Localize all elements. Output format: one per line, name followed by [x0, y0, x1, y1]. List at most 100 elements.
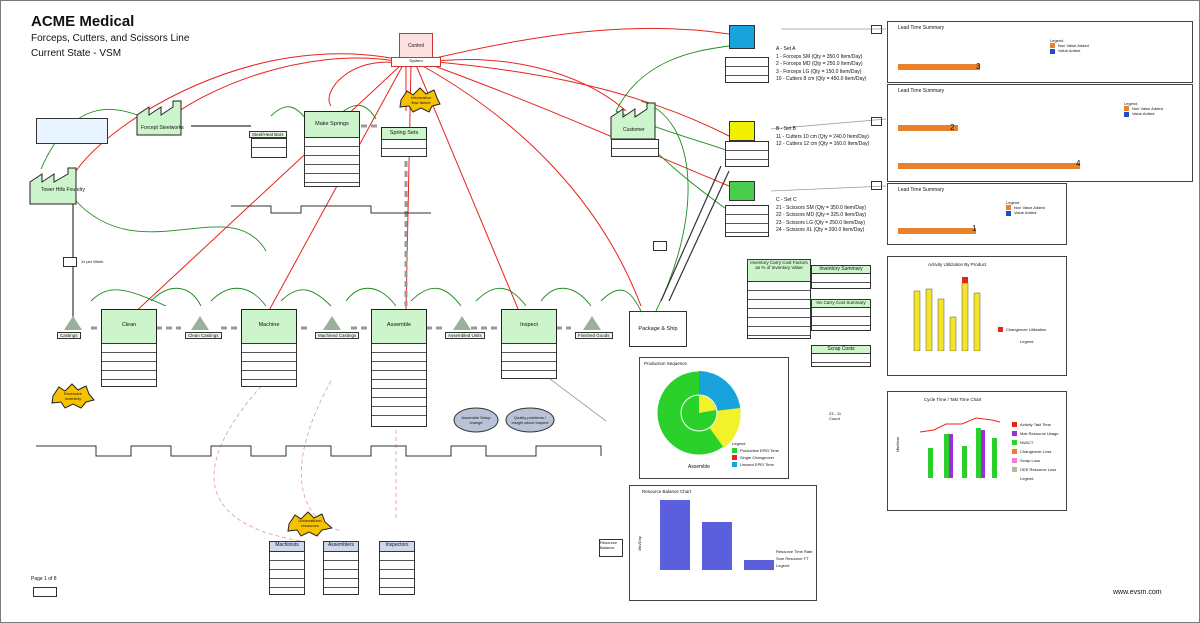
kaizen-quality: Quality problems / Insight about Inspect	[511, 415, 549, 425]
legend-label: Value Added	[1058, 48, 1081, 54]
process-data	[241, 343, 297, 387]
package-ship-box[interactable]: Package & Ship	[629, 311, 687, 347]
lead-legend: Legend Non Value Added Value Added	[1124, 101, 1163, 117]
resource-balance-panel: Resource Balance Chart Min/Day Resource …	[629, 485, 817, 601]
process-assemble[interactable]: Assemble	[371, 309, 427, 345]
activity-utilization-chart: Activity Utilization By Product Changeov…	[887, 256, 1067, 376]
set-item: 11 - Cutters 10 cm (Qty = 240.0 Item/Day…	[776, 133, 869, 140]
table-title: Inventory Carry Cost Factors as % of Inv…	[750, 260, 808, 270]
panel-title: Production Sequence	[644, 361, 688, 366]
control-sub: System	[409, 58, 423, 63]
set-b-data	[725, 141, 769, 167]
rate-box: Resource Balance	[599, 539, 623, 557]
table-title: Inventory Summary	[819, 266, 863, 272]
legend-nva: Non Value Added	[1124, 106, 1163, 112]
lead-time-panel-a: Lead Time Summary 3 Legend Non Value Add…	[887, 21, 1193, 83]
panel-title: Lead Time Summary	[898, 88, 945, 94]
kaizen-info-flow: Information flow failure	[410, 95, 431, 105]
set-b-list: B - Set B 11 - Cutters 10 cm (Qty = 240.…	[776, 126, 869, 149]
carry-summary-table	[811, 307, 871, 331]
legend-item: Changeover Loss	[1012, 447, 1058, 456]
kaizen-burst-icon	[51, 383, 95, 409]
set-c-icon[interactable]	[729, 181, 755, 201]
legend-va: Value Added	[1124, 111, 1163, 117]
sequence-pie	[656, 370, 742, 456]
control-box[interactable]: Control	[399, 33, 433, 59]
inventory-summary-table	[811, 273, 871, 289]
set-b-icon[interactable]	[729, 121, 755, 141]
lead-marker: 1	[972, 224, 977, 233]
truck-icon	[63, 257, 77, 267]
activity-legend: Changeover Utilization	[998, 327, 1047, 333]
kaizen-setup: Assemble Setup change	[461, 415, 491, 425]
legend-label: Single Changeover	[740, 455, 775, 460]
kaizen-burst-icon	[399, 87, 441, 113]
lead-marker: 3	[976, 62, 981, 71]
inventory-steel: Steel/Heat Bars	[249, 131, 287, 138]
legend-item: Productive EPEI Time	[732, 447, 779, 454]
inventory-machined-castings: Machined Castings	[315, 332, 360, 339]
customer-data	[611, 139, 659, 157]
lead-marker: 2	[950, 123, 955, 132]
footer-icons	[33, 587, 57, 597]
set-item: 1 - Forceps SM (Qty = 350.0 Item/Day)	[776, 53, 863, 60]
lead-marker: 4	[1076, 159, 1081, 168]
envelope-icon	[871, 25, 882, 34]
line-title: Forceps, Cutters, and Scissors Line	[31, 33, 190, 44]
kaizen-burst-icon	[287, 511, 333, 537]
process-name: Clean	[121, 322, 137, 329]
legend-item: NVACT	[1012, 438, 1058, 447]
cycle-bars	[919, 417, 1001, 478]
legend-title: Legend	[1020, 339, 1034, 344]
lead-time-panel-b: Lead Time Summary 2 4 Legend Non Value A…	[887, 84, 1193, 182]
resource-name: Assemblers	[327, 542, 355, 548]
set-a-icon[interactable]	[729, 25, 755, 49]
envelope-icon	[871, 117, 882, 126]
resource-bar	[702, 522, 732, 570]
legend-nva: Non Value Added	[1050, 43, 1089, 49]
brand-footer: www.evsm.com	[1113, 589, 1162, 596]
truck-icon	[653, 241, 667, 251]
legend-title: Legend	[1050, 38, 1064, 43]
resource-bar	[660, 500, 690, 570]
panel-title: Cycle Time / Takt Time Chart	[924, 397, 982, 402]
set-item: 2 - Forceps MD (Qty = 250.0 Item/Day)	[776, 61, 863, 68]
demand-table	[36, 118, 108, 144]
legend-item: Single Changeover	[732, 454, 779, 461]
sequence-legend: Legend Productive EPEI Time Single Chang…	[732, 440, 779, 468]
process-name: Machine	[258, 322, 280, 329]
customer-label: Customer	[623, 127, 645, 133]
resource-name: Machinists	[275, 542, 299, 548]
legend-label: Scrap Loss	[1020, 458, 1041, 463]
inventory-assembled-units: Assembled Units	[445, 332, 485, 339]
legend-label: NVACT	[1020, 440, 1034, 445]
factory-icon	[610, 102, 656, 140]
factory-icon	[29, 167, 77, 205]
legend-label: Changeover Utilization	[1006, 327, 1047, 332]
kaizen-excess-inventory: Excessive inventory	[63, 391, 82, 401]
legend-title: Legend	[1020, 476, 1034, 481]
process-machine[interactable]: Machine	[241, 309, 297, 345]
legend-item: Max Resource Usage	[1012, 429, 1058, 438]
process-data	[371, 343, 427, 427]
legend-label: Sum Resource FT	[776, 556, 809, 561]
process-make-springs[interactable]: Make Springs	[304, 111, 360, 139]
process-clean[interactable]: Clean	[101, 309, 157, 345]
inventory-triangle-icon	[191, 316, 209, 330]
process-inspect[interactable]: Inspect	[501, 309, 557, 345]
production-sequence-panel: Production Sequence Assemble Legend Prod…	[639, 357, 789, 479]
nva-bar	[898, 125, 958, 131]
legend-label: Non Value Added	[1014, 205, 1045, 210]
process-data	[101, 343, 157, 387]
process-name: Make Springs	[315, 121, 349, 128]
set-label: A - Set A	[776, 46, 796, 52]
set-label: B - Set B	[776, 126, 797, 132]
legend-item: Unused EPEI Time	[732, 461, 779, 468]
legend-label: Max Resource Usage	[1020, 431, 1059, 436]
activity-bars	[913, 277, 981, 351]
inventory-triangle-icon	[453, 316, 471, 330]
process-name: Inspect	[520, 322, 538, 329]
set-item: 3 - Forceps LG (Qty = 150.0 Item/Day)	[776, 68, 862, 75]
chart-title: Activity Utilization By Product	[928, 262, 987, 267]
